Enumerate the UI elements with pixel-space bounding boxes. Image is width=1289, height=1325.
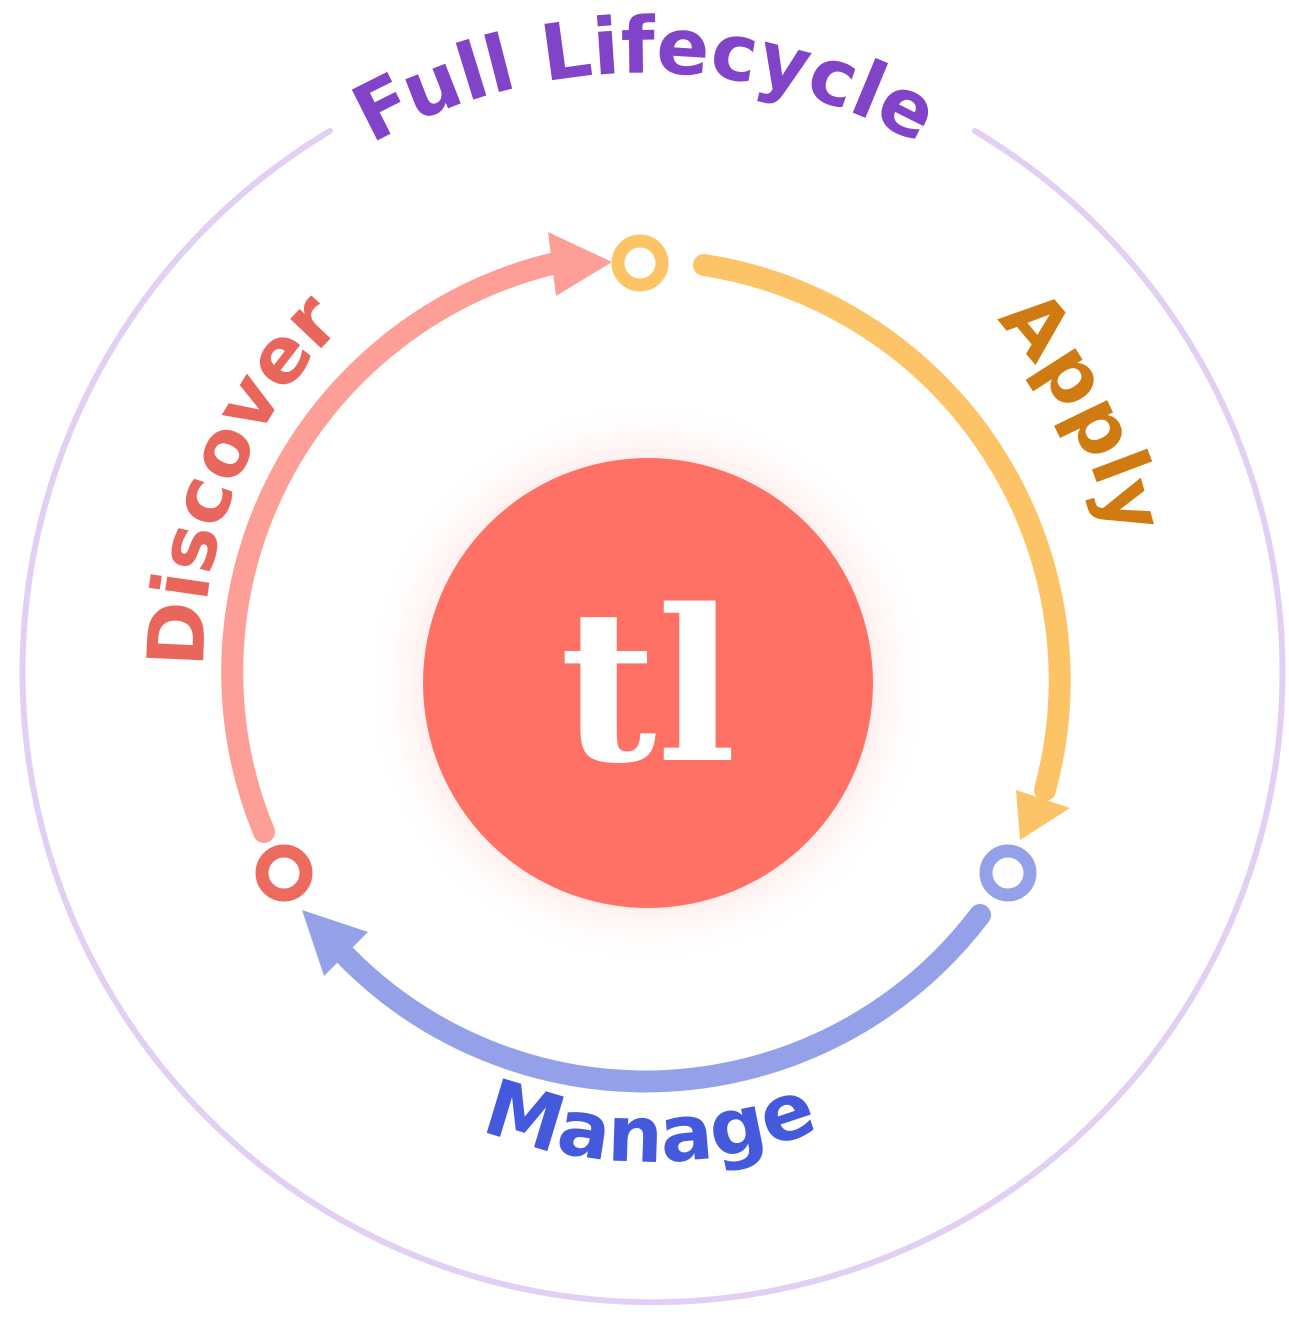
manage-arrow (302, 904, 991, 1093)
title-label: Full Lifecycle (339, 1, 951, 160)
manage-node (979, 844, 1037, 902)
logo-text: tl (560, 563, 737, 810)
outer-ring (19, 128, 1286, 1306)
discover-node (255, 844, 313, 902)
discover-arrow (221, 232, 612, 843)
logo-circle (423, 458, 873, 908)
apply-node (611, 234, 669, 292)
apply-arrow (693, 254, 1071, 840)
